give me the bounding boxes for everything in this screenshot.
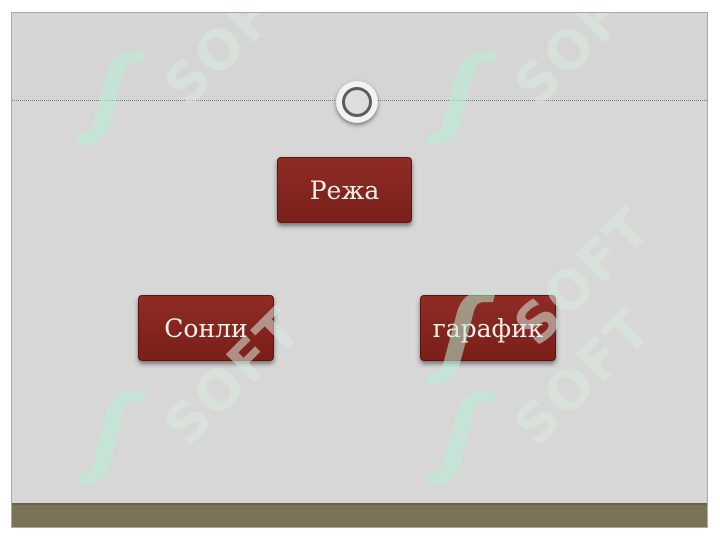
node-top-label: Режа [309,175,380,205]
footer-band [12,503,707,527]
watermark: ʃ SOFT [429,295,664,523]
node-left: Сонли [138,295,274,361]
ring-icon [336,81,378,123]
watermark-logo-icon: ʃ [428,375,499,487]
node-right-label: гарафик [432,313,544,343]
watermark: ʃ SOFT [79,295,314,523]
node-left-label: Сонли [164,313,248,343]
footer-line [12,503,707,505]
watermark-logo-icon: ʃ [78,375,149,487]
slide: Режа Сонли гарафик ʃ SOFT ʃ SOFT ʃ SOFT … [11,12,708,528]
node-top: Режа [277,157,412,223]
node-right: гарафик [420,295,556,361]
